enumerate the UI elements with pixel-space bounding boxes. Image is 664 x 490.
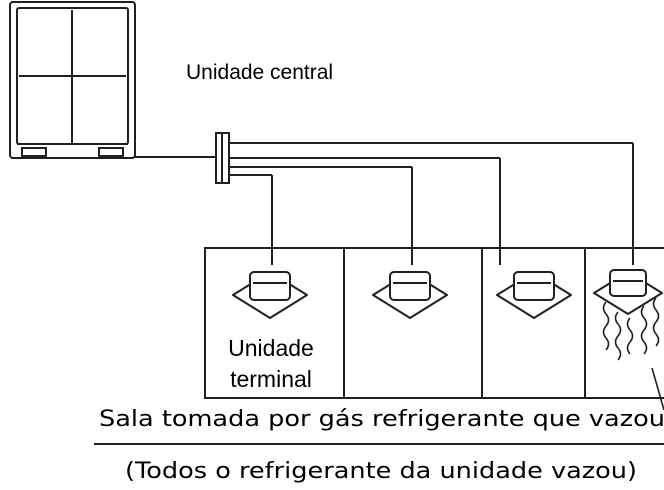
refrigerant-leak-wave-icon	[602, 297, 664, 411]
rooms	[204, 247, 664, 399]
branch-header-icon	[215, 132, 230, 184]
central-unit-label: Unidade central	[186, 61, 333, 84]
caption-leak-room: Sala tomada por gás refrigerante que vaz…	[99, 407, 664, 432]
cassette-indoor-unit-icon	[232, 271, 308, 319]
room-2	[343, 247, 483, 399]
outdoor-unit-icon	[9, 1, 136, 159]
cassette-indoor-unit-icon	[496, 271, 572, 319]
terminal-unit-label-line2: terminal	[230, 366, 312, 392]
room-4-leak	[584, 247, 664, 399]
terminal-unit-label-line1: Unidade	[228, 335, 314, 361]
room-3	[481, 247, 586, 399]
caption-all-refrigerant: (Todos o refrigerante da unidade vazou)	[125, 459, 637, 484]
cassette-indoor-unit-icon	[372, 271, 448, 319]
cassette-indoor-unit-icon	[593, 269, 663, 315]
refrigerant-piping	[135, 142, 634, 265]
